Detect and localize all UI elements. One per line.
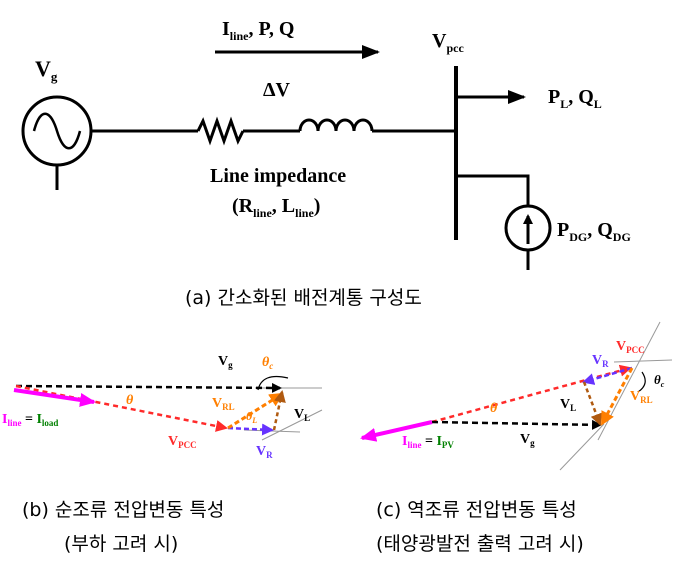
vr-label-b: VR bbox=[256, 444, 273, 460]
sine-wave-icon bbox=[32, 112, 82, 150]
vpcc-label-b: VPCC bbox=[168, 434, 197, 450]
current-label-c: Iline = IPV bbox=[402, 434, 454, 450]
inductor-icon bbox=[298, 118, 374, 132]
current-phasor-b bbox=[13, 388, 96, 407]
vl-label-b: VL bbox=[294, 407, 310, 423]
theta-c-label-b: θc bbox=[262, 355, 273, 371]
vrl-label-c: VRL bbox=[630, 389, 653, 405]
vrl-label-b: VRL bbox=[212, 396, 235, 412]
vr-phasor-c bbox=[582, 366, 633, 385]
phasor-diagram-b: Vg θc θ θL VRL VL VPCC VR Iline = Iload … bbox=[2, 354, 323, 555]
theta-c-arc-c bbox=[637, 371, 646, 393]
caption-c-line2: (태양광발전 출력 고려 시) bbox=[376, 533, 584, 555]
source-voltage-label: Vg bbox=[35, 56, 58, 84]
guide-line-c1 bbox=[613, 359, 673, 363]
vg-label-c: Vg bbox=[520, 432, 535, 448]
vl-label-c: VL bbox=[560, 397, 576, 413]
dg-power-label: PDG, QDG bbox=[557, 219, 631, 244]
vr-label-c: VR bbox=[592, 353, 609, 369]
pcc-voltage-label: Vpcc bbox=[432, 30, 464, 55]
current-power-label: Iline, P, Q bbox=[222, 18, 294, 43]
caption-a: (a) 간소화된 배전계통 구성도 bbox=[185, 287, 422, 309]
vl-phasor-c bbox=[582, 381, 603, 426]
vrl-phasor-b bbox=[227, 392, 284, 430]
guide-line-c2 bbox=[597, 321, 661, 441]
current-label-b: Iline = Iload bbox=[2, 412, 58, 428]
delta-v-label: ΔV bbox=[263, 79, 291, 101]
theta-label-b: θ bbox=[126, 393, 134, 408]
impedance-params: (Rline, Lline) bbox=[232, 195, 320, 220]
dg-wire bbox=[456, 174, 530, 205]
vg-phasor-b bbox=[15, 382, 282, 393]
load-power-label: PL, QL bbox=[548, 86, 602, 111]
guide-line-c3 bbox=[559, 423, 605, 471]
resistor-icon bbox=[196, 116, 245, 146]
phasor-diagram-c: VPCC VR θc VL VRL θ Vg Iline = IPV (c) 역… bbox=[360, 321, 673, 555]
caption-c-line1: (c) 역조류 전압변동 특성 bbox=[376, 499, 577, 521]
circuit-diagram: Vg Iline, P, Q ΔV Vpcc PL, QL PDG, QDG L… bbox=[21, 18, 631, 309]
current-phasor-c bbox=[360, 420, 433, 442]
caption-b-line2: (부하 고려 시) bbox=[64, 533, 178, 555]
theta-label-c: θ bbox=[490, 401, 498, 416]
vr-phasor-b bbox=[227, 423, 274, 436]
theta-l-label-b: θL bbox=[246, 409, 257, 425]
vg-label-b: Vg bbox=[218, 354, 233, 370]
vg-phasor-c bbox=[431, 419, 602, 430]
vpcc-label-c: VPCC bbox=[616, 339, 645, 355]
theta-c-label-c: θc bbox=[654, 372, 665, 389]
caption-b-line1: (b) 순조류 전압변동 특성 bbox=[22, 499, 224, 521]
vrl-phasor-c bbox=[600, 367, 634, 426]
impedance-title: Line impedance bbox=[210, 165, 346, 187]
theta-c-arc-b bbox=[257, 375, 289, 391]
guide-line-b2 bbox=[261, 409, 323, 441]
